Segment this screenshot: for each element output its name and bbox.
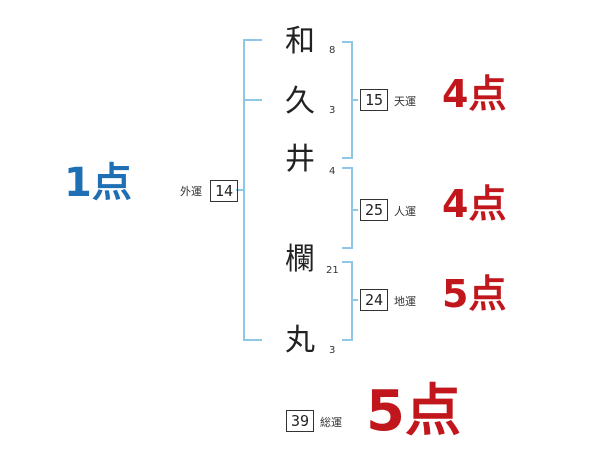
stroke-count-1: 8	[329, 45, 336, 56]
outer-bracket	[243, 39, 262, 341]
stroke-count-2: 3	[329, 105, 336, 116]
heaven-fortune-label: 天運	[394, 95, 416, 108]
person-fortune-label: 人運	[394, 205, 416, 218]
name-char-1: 和	[285, 24, 315, 59]
earth-fortune-value: 24	[360, 289, 388, 311]
heaven-fortune-score: 4点	[442, 72, 507, 116]
earth-fortune-label: 地運	[394, 295, 416, 308]
name-char-2: 久	[285, 84, 315, 119]
earth-bracket	[342, 261, 353, 341]
stroke-count-3: 4	[329, 166, 336, 177]
total-fortune-label: 総運	[320, 416, 342, 429]
person-fortune-value: 25	[360, 199, 388, 221]
outer-fortune-value: 14	[210, 180, 238, 202]
outer-fortune-label: 外運	[180, 185, 202, 198]
name-char-4: 欄	[285, 242, 315, 277]
earth-fortune-score: 5点	[442, 272, 507, 316]
stroke-count-5: 3	[329, 345, 336, 356]
outer-score: 1点	[64, 160, 132, 206]
name-char-5: 丸	[285, 323, 315, 358]
stroke-count-4: 21	[326, 265, 339, 276]
person-bracket	[342, 167, 353, 249]
heaven-bracket	[342, 41, 353, 159]
total-fortune-score: 5点	[366, 379, 461, 444]
person-fortune-score: 4点	[442, 182, 507, 226]
name-char-3: 井	[285, 142, 315, 177]
total-fortune-value: 39	[286, 410, 314, 432]
heaven-fortune-value: 15	[360, 89, 388, 111]
